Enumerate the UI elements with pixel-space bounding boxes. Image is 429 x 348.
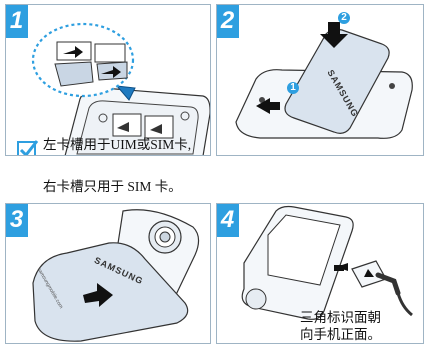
step-4-badge: 4 [216,203,239,237]
step-1-panel: 1 左卡槽用于UIM或SIM卡, [5,4,211,156]
sim-slot-note-line2: 右卡槽只用于 SIM 卡。 [43,179,182,194]
callout-1-label: 1 [290,82,296,93]
checkbox-icon [17,140,39,156]
callout-2-label: 2 [341,12,347,23]
step-2-panel: 2 1 SAMSUNG 2 [216,4,424,156]
sim-card-insertion-illustration [31,22,211,156]
step-2-badge: 2 [216,4,239,38]
step-3-panel: SAMSUNG samsungmobile.com 3 [5,203,211,344]
battery-insertion-illustration [235,12,413,139]
sim-slot-note-line1: 左卡槽用于UIM或SIM卡, [43,137,192,152]
step-1-badge: 1 [5,4,28,38]
charger-connection-illustration [241,205,413,320]
connector-note-line2: 向手机正面。 [300,327,381,342]
step-3-badge: 3 [5,203,28,237]
back-cover-closing-illustration [32,209,200,342]
connector-note-line1: 三角标识面朝 [300,310,381,325]
step-4-panel: 三角标识面朝 向手机正面。 4 [216,203,424,344]
